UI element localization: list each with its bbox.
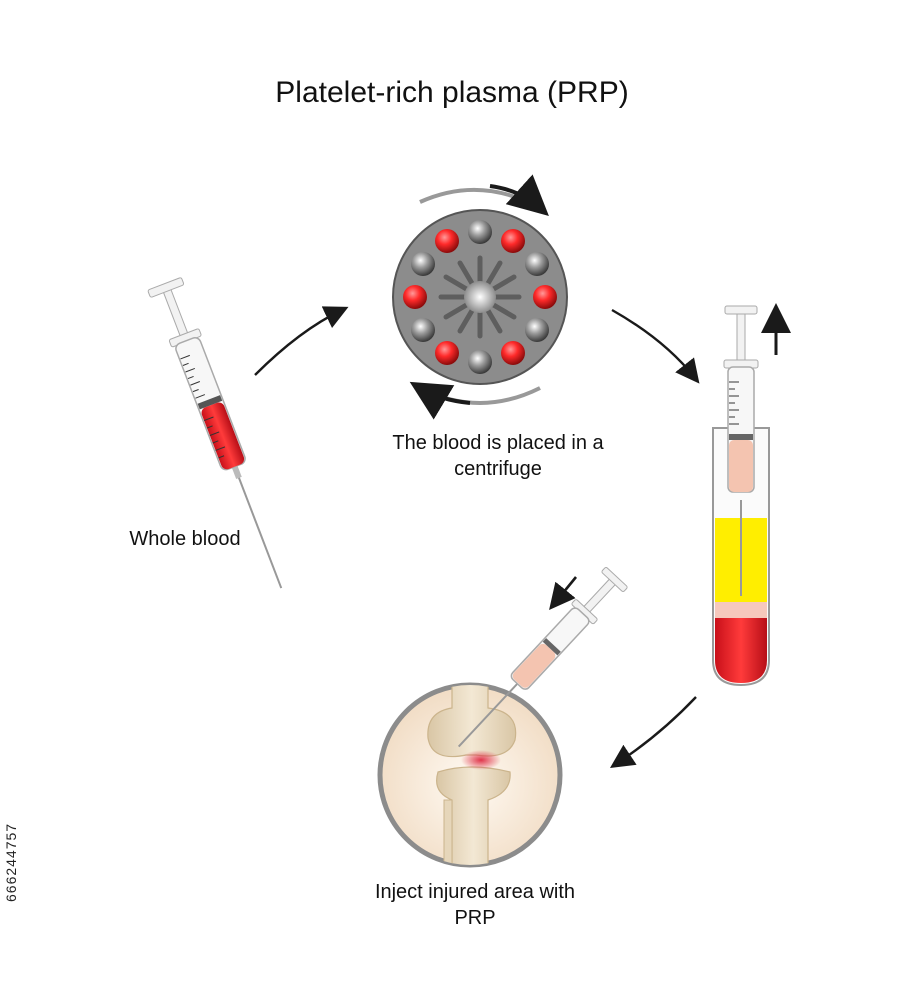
- separated-blood-tube: [712, 303, 791, 687]
- tube-slot-red: [501, 341, 525, 365]
- prp-fill: [512, 643, 556, 688]
- rotation-arrow-top: [419, 187, 541, 210]
- whole-blood-syringe: [147, 277, 283, 589]
- tube-slot-red: [435, 341, 459, 365]
- tube-slot-red: [501, 229, 525, 253]
- stock-id: 666244757: [3, 822, 19, 902]
- buffy-coat: [715, 602, 767, 618]
- tube-slot-gray: [525, 318, 549, 342]
- inject-caption: Inject injured area with PRP: [374, 881, 576, 929]
- syringe-blood: [201, 402, 245, 470]
- flow-arrow-1: [254, 306, 349, 376]
- injury-site: [461, 750, 501, 770]
- tube-syringe-prp: [729, 440, 753, 492]
- centrifuge: [392, 174, 568, 420]
- tube-slot-red: [403, 285, 427, 309]
- down-arrow: [549, 576, 578, 611]
- syringe-plunger-rod: [162, 287, 189, 339]
- tube-slot-red: [533, 285, 557, 309]
- flow-arrow-3: [609, 696, 697, 768]
- syringe-plunger-cap: [147, 277, 185, 298]
- centrifuge-hub: [464, 281, 496, 313]
- flow-arrow-2: [611, 308, 700, 384]
- whole-blood-caption: Whole blood: [129, 528, 241, 550]
- tube-slot-red: [435, 229, 459, 253]
- tube-slot-gray: [411, 318, 435, 342]
- tube-slot-gray: [525, 252, 549, 276]
- prp-needle: [457, 681, 520, 748]
- tube-slot-gray: [411, 252, 435, 276]
- prp-syringe: [457, 567, 628, 748]
- red-cell-layer: [715, 618, 767, 683]
- syringe-needle: [236, 473, 283, 589]
- tube-slot-red: [468, 220, 492, 244]
- tube-slot-gray: [468, 350, 492, 374]
- page-title: Platelet-rich plasma (PRP): [275, 76, 629, 109]
- tube-syringe-plunger: [736, 311, 746, 361]
- centrifuge-caption: The blood is placed in a centrifuge: [392, 432, 604, 480]
- knee-injection: [377, 567, 628, 868]
- fibula: [443, 799, 453, 865]
